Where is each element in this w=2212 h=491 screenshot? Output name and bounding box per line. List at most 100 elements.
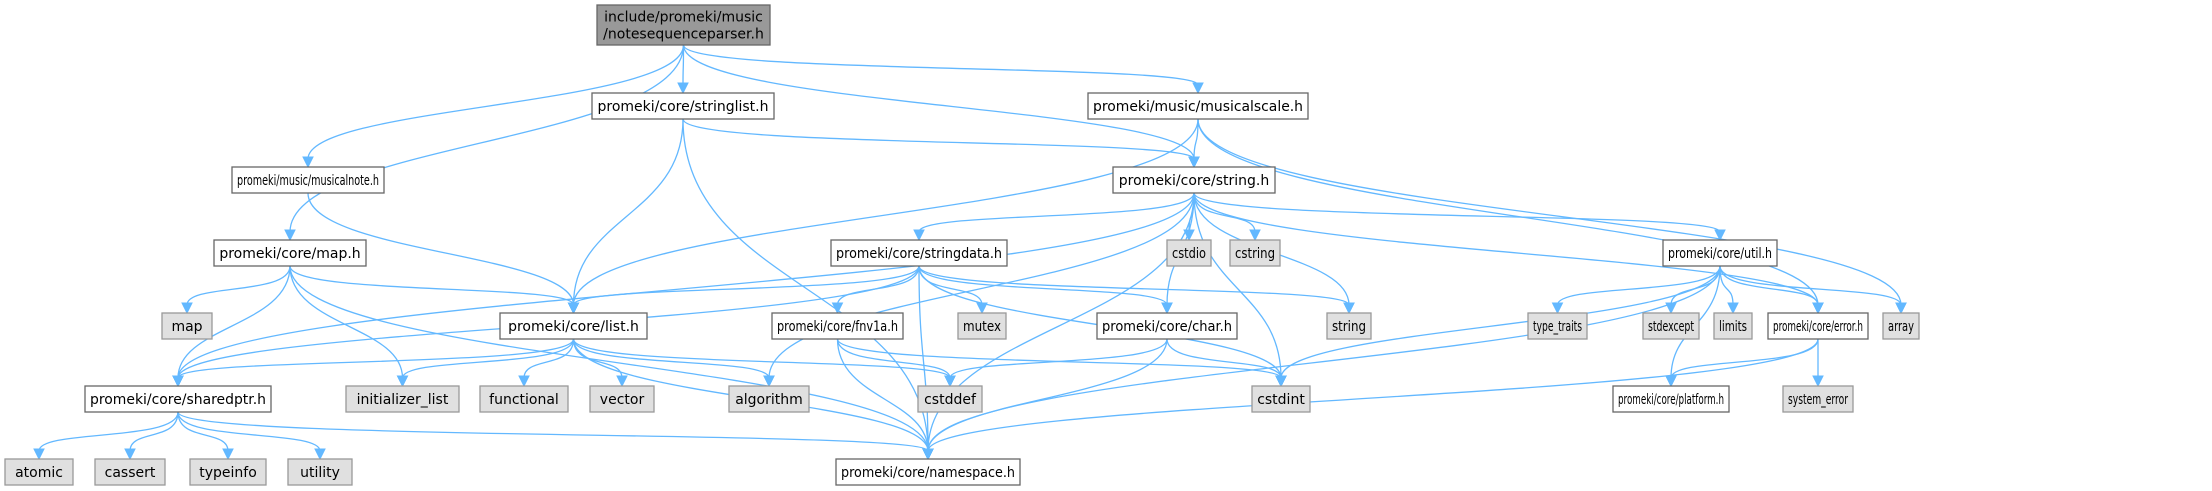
edge-list-to-vector: [572, 338, 623, 379]
node-musicalnote[interactable]: promeki/music/musicalnote.h: [231, 166, 385, 194]
edge-root-to-map_h: [289, 44, 685, 233]
node-util[interactable]: promeki/core/util.h: [1662, 239, 1778, 267]
node-box: [499, 312, 648, 340]
node-utility: utility: [287, 458, 353, 486]
node-label: promeki/core/list.h: [508, 319, 639, 335]
edge-musicalscale-to-array: [1197, 118, 1902, 306]
node-label: mutex: [963, 319, 1001, 335]
node-stringlist[interactable]: promeki/core/stringlist.h: [591, 92, 775, 120]
edge-list-to-initializer_list: [401, 338, 575, 379]
node-box: [771, 312, 904, 340]
node-label: promeki/core/namespace.h: [841, 465, 1015, 481]
node-algorithm: algorithm: [728, 385, 810, 413]
edge-stringdata-to-fnv1a: [836, 265, 920, 306]
node-musicalscale[interactable]: promeki/music/musicalscale.h: [1087, 92, 1309, 120]
arrowhead-root-to-map_h: [284, 229, 296, 242]
node-box: [1166, 239, 1212, 267]
arrowhead-string_h-to-util: [1714, 229, 1726, 242]
node-fnv1a[interactable]: promeki/core/fnv1a.h: [771, 312, 904, 340]
node-label: stdexcept: [1648, 319, 1694, 335]
node-box: [830, 239, 1008, 267]
node-box: [1767, 312, 1869, 340]
edge-char_h-to-cstdint: [1166, 338, 1282, 379]
node-limits: limits: [1713, 312, 1753, 340]
node-label: typeinfo: [199, 465, 257, 481]
node-platform[interactable]: promeki/core/platform.h: [1612, 385, 1730, 413]
node-vector: vector: [589, 385, 655, 413]
edges-layer: [33, 44, 1907, 461]
node-map: map: [161, 312, 213, 340]
node-cstdint: cstdint: [1251, 385, 1311, 413]
arrowhead-char_h-to-cstddef: [944, 375, 956, 388]
node-string-h[interactable]: promeki/core/string.h: [1112, 166, 1276, 194]
node-label: cstring: [1235, 246, 1275, 262]
arrowhead-util-to-stdexcept: [1665, 302, 1677, 315]
edge-root-to-musicalnote: [307, 44, 685, 160]
node-label: functional: [489, 392, 559, 408]
node-list[interactable]: promeki/core/list.h: [499, 312, 648, 340]
edge-musicalnote-to-list: [307, 192, 575, 306]
edge-stringlist-to-string_h: [682, 118, 1195, 160]
node-namespace[interactable]: promeki/core/namespace.h: [835, 458, 1021, 486]
node-typeinfo: typeinfo: [189, 458, 267, 486]
edge-root-to-musicalscale: [682, 44, 1199, 86]
node-box: [213, 239, 367, 267]
node-box: [231, 166, 385, 194]
node-label: vector: [600, 392, 645, 408]
edge-stringdata-to-char_h: [918, 265, 1168, 306]
arrowhead-util-to-limits: [1727, 302, 1739, 315]
edge-sharedptr-to-cassert: [129, 411, 179, 452]
edge-string_h-to-sharedptr: [177, 192, 1195, 379]
node-label: promeki/music/musicalnote.h: [237, 173, 379, 189]
edge-string_h-to-algorithm: [768, 192, 1195, 379]
node-box: [345, 385, 460, 413]
edge-error-to-platform: [1670, 338, 1819, 379]
node-map-h[interactable]: promeki/core/map.h: [213, 239, 367, 267]
edge-sharedptr-to-typeinfo: [177, 411, 229, 452]
node-system-error: system_error: [1782, 385, 1854, 413]
edge-stringdata-to-string_sys: [918, 265, 1350, 306]
node-atomic: atomic: [4, 458, 74, 486]
node-string-sys: string: [1326, 312, 1372, 340]
edge-map_h-to-map: [186, 265, 291, 306]
node-box: [1229, 239, 1281, 267]
node-label: cstddef: [924, 392, 977, 408]
node-label: atomic: [15, 465, 63, 481]
arrowhead-string_h-to-stringdata: [913, 229, 925, 242]
node-error[interactable]: promeki/core/error.h: [1767, 312, 1869, 340]
node-cstddef: cstddef: [917, 385, 983, 413]
node-box: [1326, 312, 1372, 340]
edge-stringdata-to-namespace: [918, 265, 929, 452]
edge-string_h-to-cstdint: [1193, 192, 1282, 379]
node-root[interactable]: include/promeki/music/notesequenceparser…: [596, 4, 771, 46]
node-box: [161, 312, 213, 340]
node-box: [589, 385, 655, 413]
edge-stringdata-to-list: [572, 265, 920, 306]
node-sharedptr[interactable]: promeki/core/sharedptr.h: [84, 385, 272, 413]
arrowhead-list-to-initializer_list: [396, 375, 409, 388]
edge-sharedptr-to-namespace: [177, 411, 929, 452]
node-label: promeki/core/error.h: [1773, 319, 1863, 335]
node-label: initializer_list: [357, 392, 449, 408]
edge-stringlist-to-namespace: [682, 118, 929, 452]
node-label: array: [1888, 319, 1914, 335]
edge-sharedptr-to-utility: [177, 411, 321, 452]
node-label: algorithm: [735, 392, 803, 408]
node-stdexcept: stdexcept: [1642, 312, 1700, 340]
node-label: promeki/core/char.h: [1102, 319, 1232, 335]
node-type-traits: type_traits: [1527, 312, 1588, 340]
edge-musicalscale-to-list: [572, 118, 1199, 306]
edge-fnv1a-to-cstddef: [836, 338, 951, 379]
arrowhead-list-to-vector: [616, 375, 628, 388]
node-label: promeki/core/string.h: [1119, 173, 1269, 189]
node-box: [591, 92, 775, 120]
arrowhead-string_h-to-cstring: [1249, 229, 1261, 242]
node-stringdata[interactable]: promeki/core/stringdata.h: [830, 239, 1008, 267]
edge-util-to-error: [1719, 265, 1819, 306]
node-label: promeki/core/stringdata.h: [836, 246, 1002, 262]
node-box: [917, 385, 983, 413]
node-cstring: cstring: [1229, 239, 1281, 267]
edge-util-to-stdexcept: [1670, 265, 1721, 306]
node-box: [1527, 312, 1588, 340]
node-char-h[interactable]: promeki/core/char.h: [1096, 312, 1238, 340]
